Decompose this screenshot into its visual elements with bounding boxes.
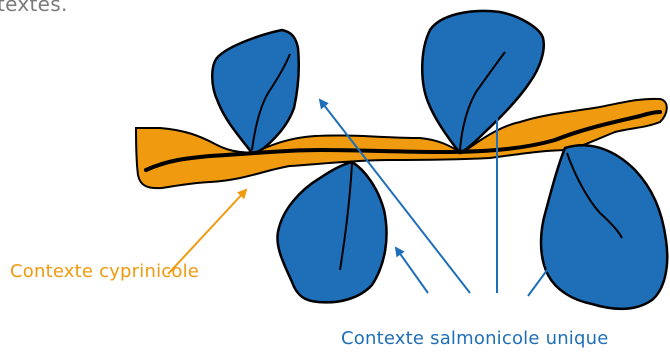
salmonicole-zone-top-left bbox=[212, 30, 299, 153]
salmonicole-zone-right bbox=[541, 145, 667, 309]
arrow-salmonicole-bottom bbox=[396, 248, 428, 293]
label-salmonicole: Contexte salmonicole unique bbox=[341, 328, 609, 349]
salmonicole-zone-bottom-center bbox=[277, 162, 386, 302]
label-cyprinicole: Contexte cyprinicole bbox=[10, 261, 199, 282]
